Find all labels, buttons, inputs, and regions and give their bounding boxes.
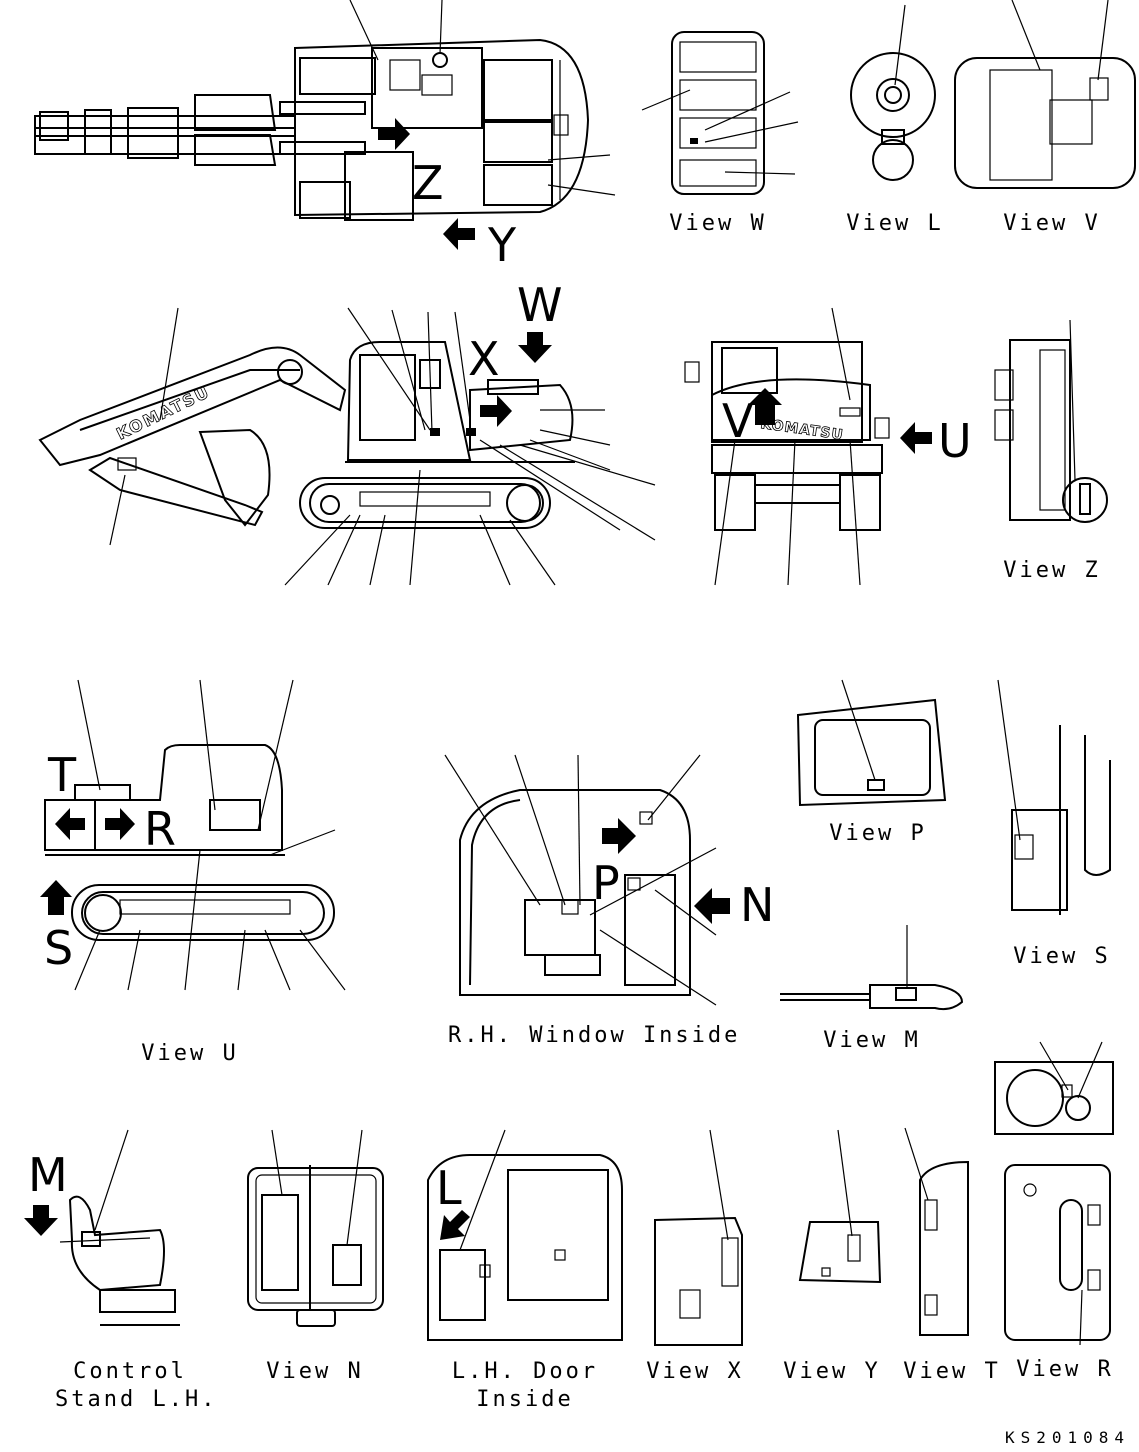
lh-door-caption: L.H. Door Inside [451, 1359, 599, 1412]
arrow-letter-z: Z [412, 156, 444, 210]
view-l-caption: View L [846, 211, 944, 236]
arrow-letter-y: Y [488, 218, 517, 272]
view-v-drawing [954, 0, 1136, 189]
view-l-drawing [850, 4, 936, 181]
view-x-caption: View X [646, 1359, 744, 1384]
top-plan-view [34, 0, 616, 250]
view-u-caption: View U [141, 1041, 239, 1066]
view-p-drawing [796, 679, 947, 807]
view-w-caption: View W [669, 211, 767, 236]
arrow-letter-t: T [48, 748, 77, 802]
view-y-drawing [798, 1129, 882, 1284]
lh-door-drawing [427, 1129, 623, 1341]
drawing-code: KS201084 [1005, 1428, 1131, 1447]
rh-window-caption: R.H. Window Inside [448, 1023, 741, 1048]
view-z-caption: View Z [1003, 558, 1101, 583]
view-m-drawing [780, 925, 964, 1011]
view-y-caption: View Y [783, 1359, 881, 1384]
arrow-letter-s: S [44, 921, 74, 975]
view-m-caption: View M [823, 1028, 921, 1053]
view-t-drawing [904, 1127, 969, 1336]
view-x-drawing [654, 1129, 743, 1346]
view-n-caption: View N [266, 1359, 364, 1384]
control-stand-drawing [24, 1129, 180, 1326]
view-u-drawing [40, 679, 346, 991]
arrow-letter-u: U [938, 414, 972, 468]
view-v-caption: View V [1003, 211, 1101, 236]
arrow-letter-x: X [468, 332, 500, 386]
view-t-caption: View T [903, 1359, 1001, 1384]
view-s-drawing [997, 679, 1111, 915]
arrow-letter-w: W [517, 278, 563, 332]
arrow-letter-l: L [436, 1161, 462, 1215]
view-r-caption: View R [1016, 1357, 1114, 1382]
view-n-drawing [247, 1129, 384, 1327]
control-stand-caption: Control Stand L.H. [55, 1359, 218, 1412]
arrow-letter-p: P [592, 856, 620, 910]
arrow-letter-m: M [28, 1148, 68, 1202]
arrow-letter-v: V [722, 394, 754, 448]
view-p-caption: View P [829, 821, 927, 846]
view-s-caption: View S [1013, 944, 1111, 969]
arrow-letter-n: N [740, 878, 775, 932]
rear-view-drawing [684, 307, 932, 586]
arrow-letter-r: R [144, 802, 176, 856]
side-view-drawing [38, 307, 656, 586]
view-r-drawing [994, 1041, 1114, 1346]
rh-window-drawing [444, 754, 730, 1006]
view-z-drawing [994, 319, 1108, 523]
view-w-drawing [641, 31, 799, 195]
